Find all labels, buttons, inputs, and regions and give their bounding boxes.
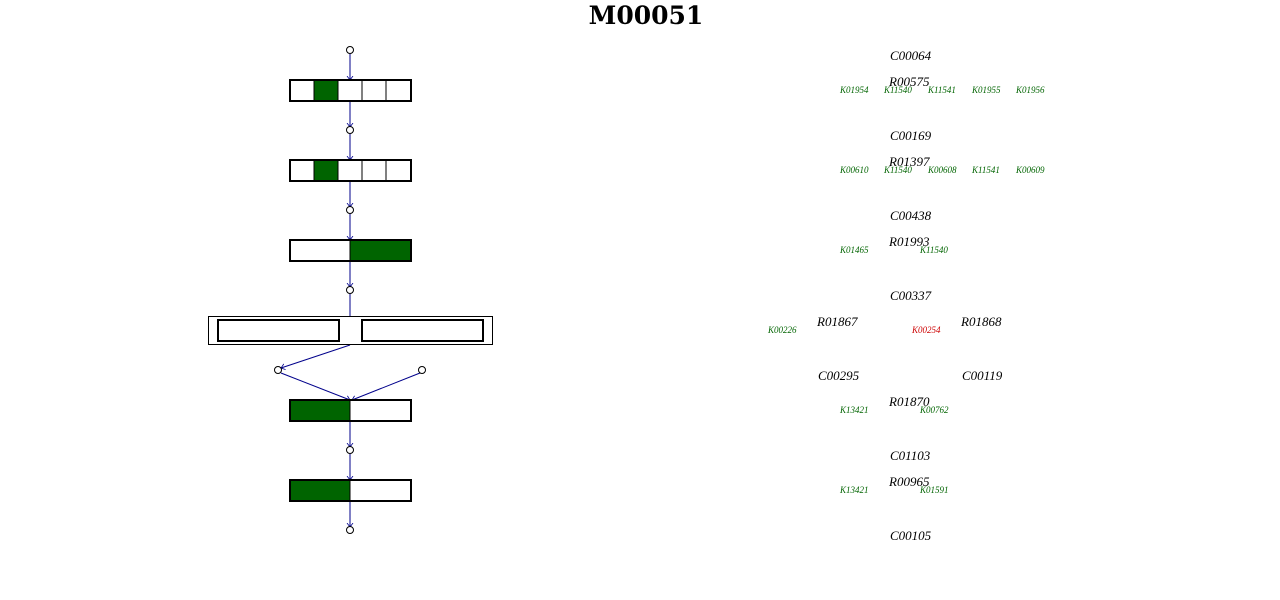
compound-node [346, 126, 354, 134]
compound-label: C00337 [890, 288, 932, 303]
compound-node [274, 366, 282, 374]
box-segment-filled [313, 79, 339, 102]
ko-label[interactable]: K00609 [1015, 165, 1045, 175]
compound-node [346, 446, 354, 454]
box-segment [337, 79, 363, 102]
box-segment-filled [289, 479, 351, 502]
reaction-box[interactable] [289, 239, 412, 262]
compound-node [346, 46, 354, 54]
box-segment [289, 239, 351, 262]
ko-label[interactable]: K01954 [839, 85, 869, 95]
box-segment [385, 79, 412, 102]
reaction-label[interactable]: R00575 [888, 74, 930, 89]
box-segment [337, 159, 363, 182]
box-segment [385, 159, 412, 182]
compound-label: C00105 [890, 528, 932, 543]
compound-label: C01103 [890, 448, 931, 463]
ko-label[interactable]: K01465 [839, 245, 869, 255]
ko-label[interactable]: K11540 [883, 85, 912, 95]
reaction-labels: R00575 R01397 R01993 R01867 R01868 R0187… [816, 74, 1002, 489]
reaction-box[interactable] [289, 159, 412, 182]
box-segment-filled [289, 399, 351, 422]
ko-labels: K01954 K11540 K11541 K01955 K01956 K0061… [767, 85, 1045, 495]
ko-label[interactable]: K13421 [839, 405, 869, 415]
module-title: M00051 [588, 1, 704, 30]
compound-label: C00295 [818, 368, 860, 383]
box-segment [289, 159, 315, 182]
box-segment [217, 319, 340, 342]
box-segment [289, 79, 315, 102]
ko-label[interactable]: K00610 [839, 165, 869, 175]
reaction-label[interactable]: R01397 [888, 154, 930, 169]
box-segment [361, 319, 484, 342]
reaction-label[interactable]: R01867 [816, 314, 858, 329]
ko-label[interactable]: K11541 [971, 165, 1000, 175]
ko-label[interactable]: K11541 [927, 85, 956, 95]
reaction-label[interactable]: R01868 [960, 314, 1002, 329]
compound-labels: C00064 C00169 C00438 C00337 C00295 C0011… [818, 48, 1003, 543]
reaction-box[interactable] [289, 479, 412, 502]
reaction-box-alternative[interactable] [208, 316, 493, 345]
ko-label[interactable]: K00762 [919, 405, 949, 415]
box-segment [349, 479, 412, 502]
compound-label: C00169 [890, 128, 932, 143]
ko-label[interactable]: K11540 [919, 245, 948, 255]
ko-label[interactable]: K01956 [1015, 85, 1045, 95]
compound-node [346, 286, 354, 294]
box-segment-filled [349, 239, 412, 262]
box-segment [349, 399, 412, 422]
ko-label[interactable]: K00608 [927, 165, 957, 175]
reaction-box[interactable] [289, 79, 412, 102]
ko-label[interactable]: K11540 [883, 165, 912, 175]
reaction-box[interactable] [289, 399, 412, 422]
ko-label[interactable]: K00226 [767, 325, 797, 335]
ko-label[interactable]: K13421 [839, 485, 869, 495]
compound-label: C00064 [890, 48, 932, 63]
box-segment-filled [313, 159, 339, 182]
compound-node [346, 206, 354, 214]
compound-label: C00119 [962, 368, 1003, 383]
reaction-label[interactable]: R01993 [888, 234, 930, 249]
reaction-label[interactable]: R00965 [888, 474, 930, 489]
reaction-label[interactable]: R01870 [888, 394, 930, 409]
compound-label: C00438 [890, 208, 932, 223]
ko-label[interactable]: K01955 [971, 85, 1001, 95]
ko-label-absent[interactable]: K00254 [911, 325, 941, 335]
box-segment [361, 79, 387, 102]
ko-label[interactable]: K01591 [919, 485, 949, 495]
compound-node [418, 366, 426, 374]
compound-node [346, 526, 354, 534]
box-segment [361, 159, 387, 182]
